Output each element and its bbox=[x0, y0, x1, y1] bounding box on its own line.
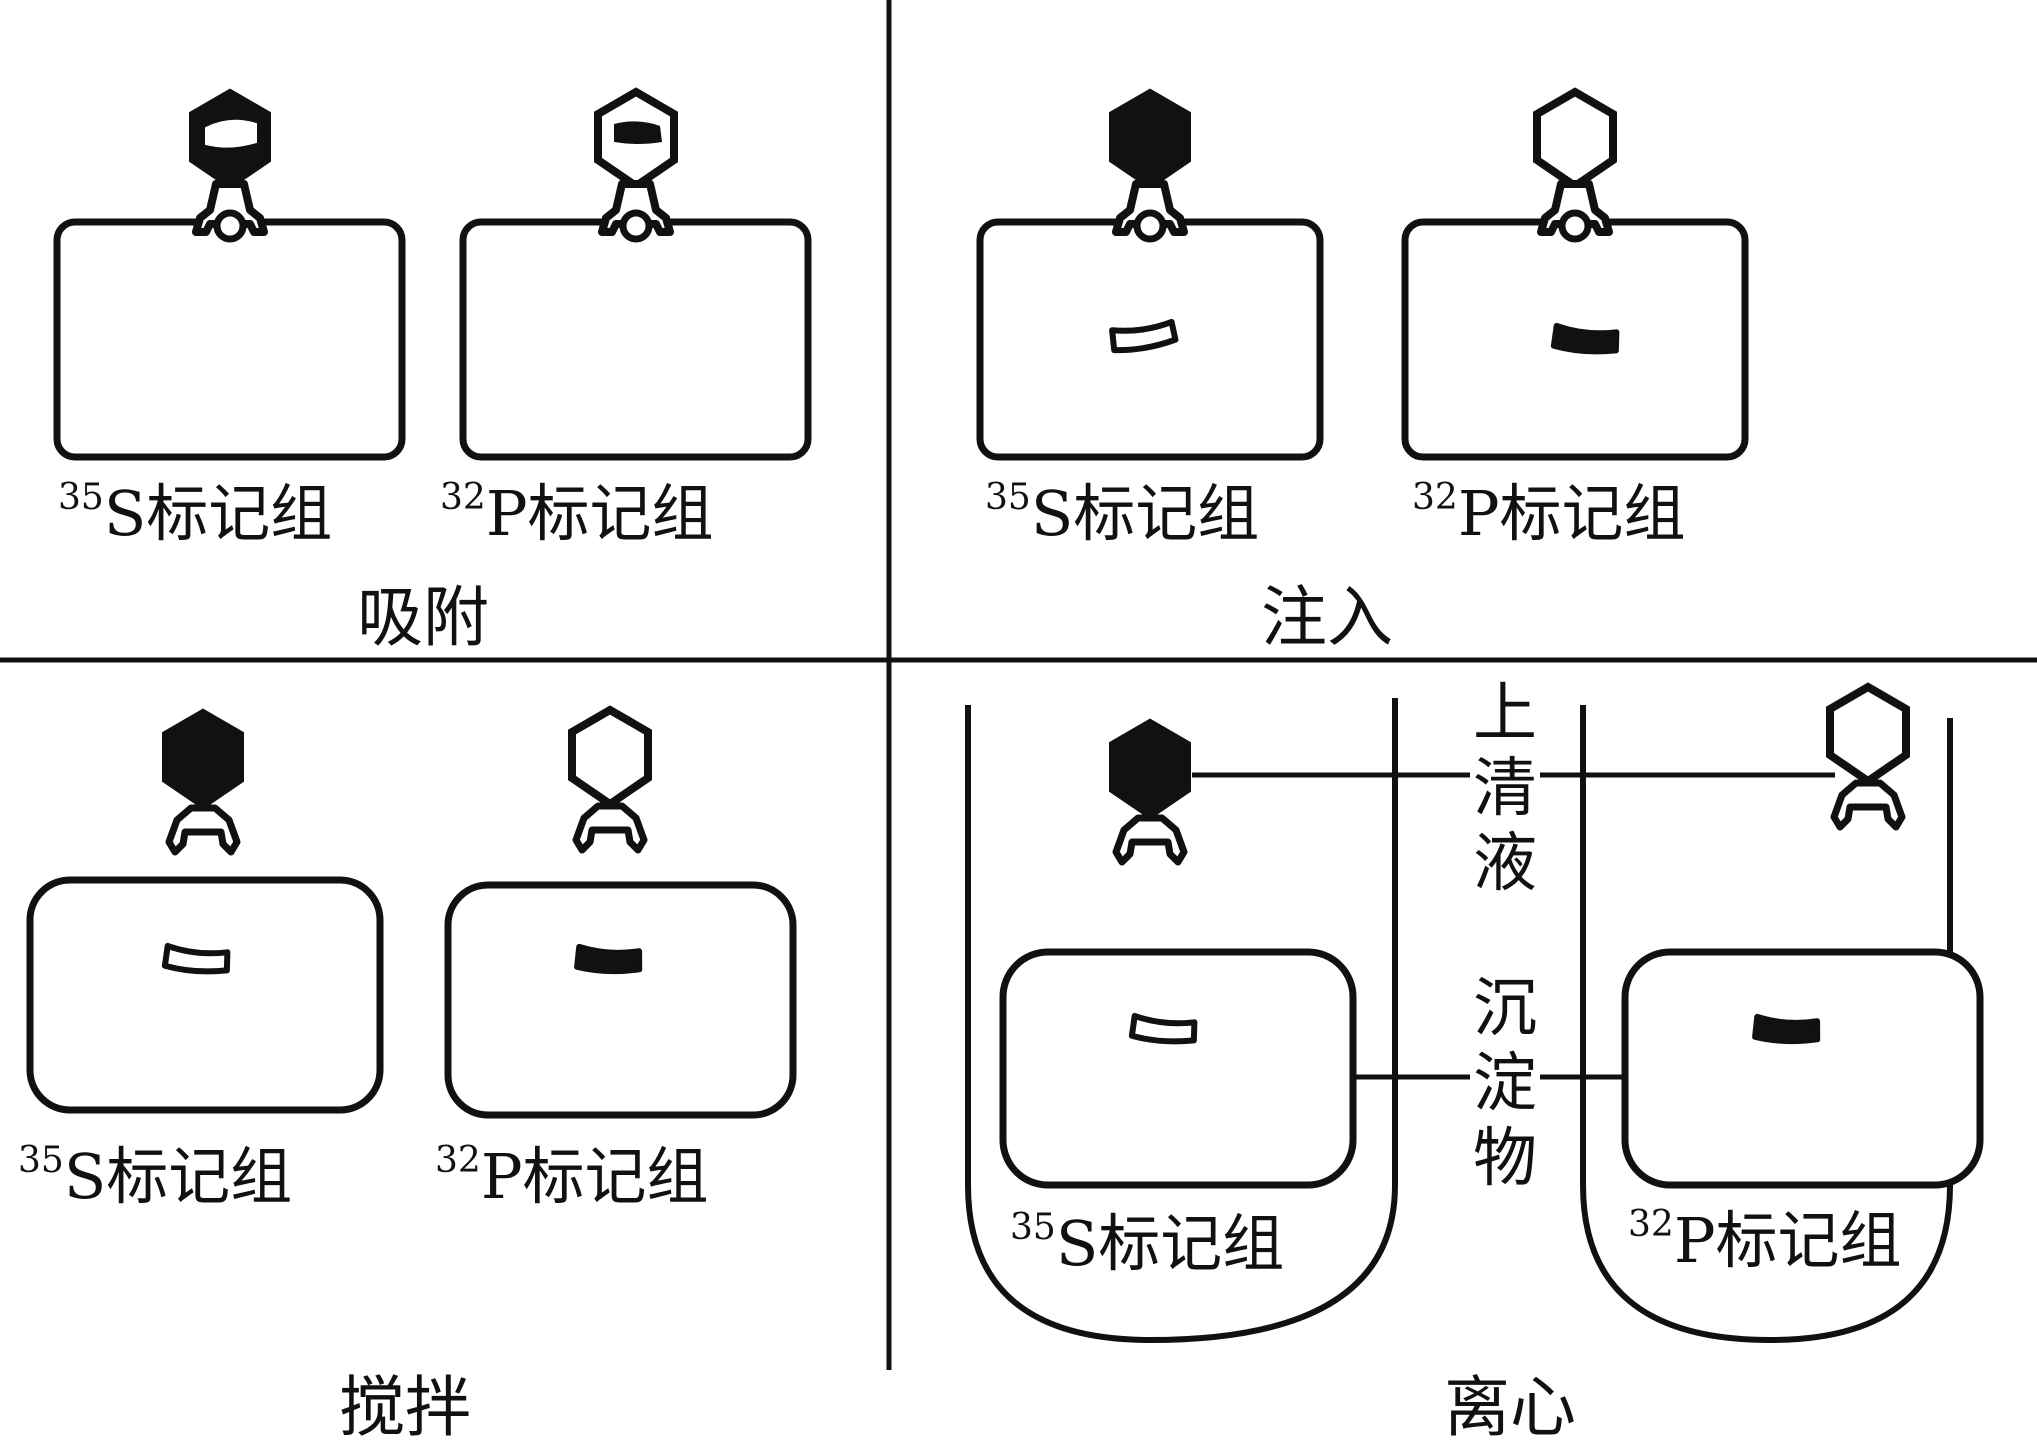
phage-p32-detached bbox=[572, 710, 648, 850]
bacterium-s35 bbox=[26, 876, 384, 1114]
panel-title-injection: 注入 bbox=[1261, 579, 1393, 656]
bacterium-s35 bbox=[53, 218, 406, 461]
panel-centrifugation: 上 清 液 沉 淀 物 35S标记组 32P标记组 离心 bbox=[965, 677, 1984, 1446]
panel-adsorption: 35S标记组 32P标记组 吸附 bbox=[53, 92, 812, 656]
group-label-p32: 32P标记组 bbox=[435, 1140, 709, 1213]
phage-s35-supernatant bbox=[1112, 722, 1188, 862]
centrifuge-tube-p32 bbox=[1580, 705, 1953, 1344]
phage-p32-supernatant bbox=[1830, 687, 1906, 827]
svg-text:沉: 沉 bbox=[1473, 972, 1537, 1046]
svg-text:清: 清 bbox=[1473, 752, 1537, 826]
panel-injection: 35S标记组 32P标记组 注入 bbox=[976, 92, 1749, 656]
group-label-s35: 35S标记组 bbox=[18, 1140, 292, 1213]
svg-text:液: 液 bbox=[1473, 827, 1537, 901]
group-label-s35: 35S标记组 bbox=[58, 477, 332, 550]
panel-title-centrifugation: 离心 bbox=[1444, 1369, 1576, 1446]
panel-title-adsorption: 吸附 bbox=[357, 579, 489, 656]
svg-text:上: 上 bbox=[1473, 677, 1537, 751]
phage-s35-detached bbox=[165, 712, 241, 852]
label-precipitate: 沉 淀 物 bbox=[1473, 972, 1537, 1196]
group-label-p32: 32P标记组 bbox=[1412, 477, 1686, 550]
centrifuge-tube-s35 bbox=[965, 698, 1398, 1344]
bacterium-p32-pellet bbox=[1621, 948, 1984, 1189]
group-label-s35: 35S标记组 bbox=[985, 477, 1259, 550]
phage-p32-empty bbox=[1537, 92, 1613, 239]
svg-text:物: 物 bbox=[1473, 1122, 1537, 1196]
bacterium-s35-pellet bbox=[999, 948, 1357, 1189]
bacterium-p32 bbox=[444, 881, 797, 1119]
phage-p32-attached bbox=[598, 92, 674, 239]
phage-s35-empty bbox=[1112, 92, 1188, 239]
group-label-p32: 32P标记组 bbox=[440, 477, 714, 550]
panel-stirring: 35S标记组 32P标记组 搅拌 bbox=[18, 710, 797, 1446]
bacterium-p32 bbox=[459, 218, 812, 461]
phage-s35-attached bbox=[192, 92, 268, 239]
svg-text:淀: 淀 bbox=[1473, 1047, 1537, 1121]
group-label-p32: 32P标记组 bbox=[1628, 1204, 1902, 1277]
panel-title-stirring: 搅拌 bbox=[339, 1369, 471, 1446]
group-label-s35: 35S标记组 bbox=[1010, 1207, 1284, 1280]
label-supernatant: 上 清 液 bbox=[1473, 677, 1537, 901]
